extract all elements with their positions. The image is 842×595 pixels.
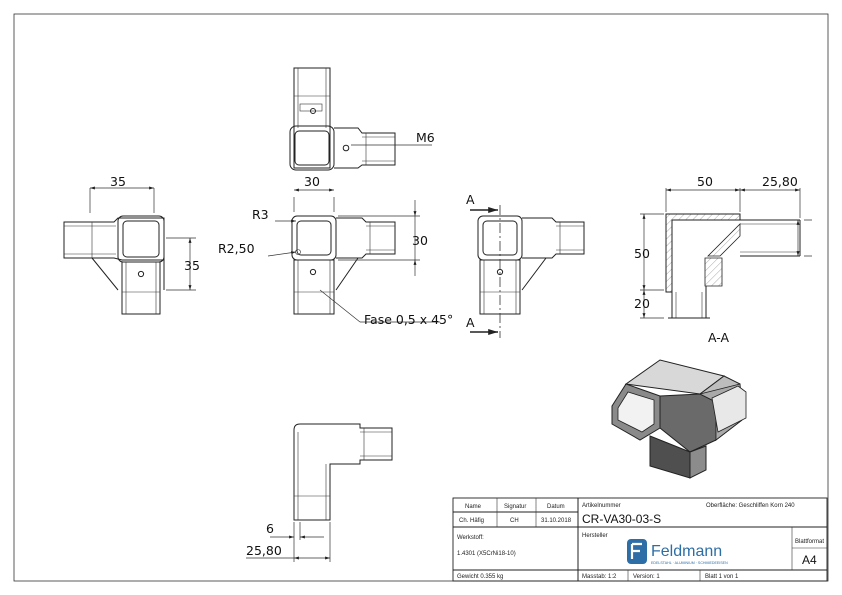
isometric-view <box>611 359 747 479</box>
tb-brand-name: Feldmann <box>651 543 722 560</box>
tb-werkstoff-value: 1.4301 (X5CrNi18-10) <box>457 551 516 557</box>
dim-section-20: 20 <box>634 296 650 311</box>
dim-r250: R2,50 <box>218 241 255 256</box>
section-view-a-a <box>640 188 812 319</box>
sheet-border <box>13 13 829 582</box>
tb-name-header: Name <box>465 504 482 510</box>
tb-massstab: Masstab: 1:2 <box>582 574 617 580</box>
section-marker-a-top: A <box>466 192 475 207</box>
tb-hersteller-label: Hersteller <box>582 533 608 539</box>
tb-version: Version: 1 <box>633 574 660 580</box>
tb-blattformat-label: Blattformat <box>795 539 824 545</box>
tb-blatt: Blatt 1 von 1 <box>705 574 739 580</box>
tb-checked-date: 31.10.2018 <box>541 518 572 524</box>
feldmann-logo: Feldmann EDELSTAHL · ALUMINIUM · SCHMIED… <box>627 539 728 565</box>
tb-datum-header: Datum <box>547 504 565 510</box>
dim-left-35-side: 35 <box>184 258 200 273</box>
dim-bottom-2580: 25,80 <box>246 543 282 558</box>
dim-bottom-6: 6 <box>266 521 274 536</box>
dim-section-50-top: 50 <box>697 174 713 189</box>
dim-fase: Fase 0,5 x 45° <box>364 312 453 327</box>
section-label-a-a: A-A <box>708 330 730 345</box>
dim-top-30: 30 <box>304 174 320 189</box>
title-block <box>452 497 828 582</box>
dim-m6: M6 <box>416 130 435 145</box>
bottom-view <box>246 423 393 562</box>
tb-oberflaeche: Oberfläche: Geschliffen Korn 240 <box>706 503 795 509</box>
tb-signatur-header: Signatur <box>504 504 526 510</box>
dim-section-2580: 25,80 <box>762 174 798 189</box>
dim-side-30: 30 <box>412 233 428 248</box>
tb-brand-sub: EDELSTAHL · ALUMINIUM · SCHMIEDEEISEN <box>651 561 728 565</box>
section-marker-a-bottom: A <box>466 315 475 330</box>
tb-artikelnummer-label: Artikelnummer <box>582 503 621 509</box>
tb-werkstoff-label: Werkstoff: <box>457 535 484 541</box>
tb-checked-label: Ch. Häfig <box>459 518 484 524</box>
tb-blattformat-value: A4 <box>802 553 817 567</box>
side-view <box>470 205 585 338</box>
front-view <box>267 188 440 323</box>
dim-r3: R3 <box>252 207 269 222</box>
tb-gewicht: Gewicht 0.355 kg <box>457 574 503 580</box>
tb-checked-signature: CH <box>510 518 519 524</box>
left-view <box>63 186 196 315</box>
dim-section-50-side: 50 <box>634 246 650 261</box>
dim-left-35-top: 35 <box>110 174 126 189</box>
top-view <box>289 67 432 171</box>
tb-article-number: CR-VA30-03-S <box>582 512 661 526</box>
